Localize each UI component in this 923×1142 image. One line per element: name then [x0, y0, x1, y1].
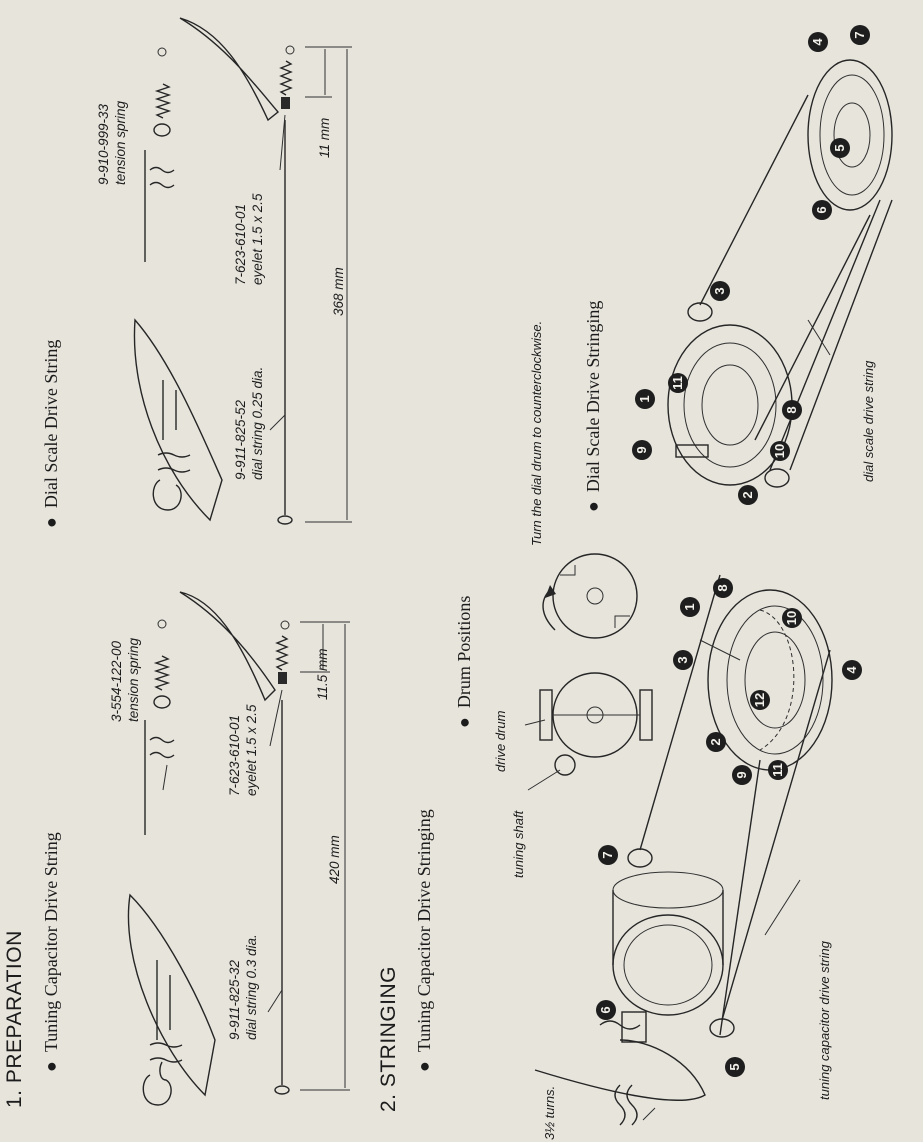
dial-callout-1: 1: [635, 389, 655, 409]
dial-spring-label: 9-910-999-33 tension spring: [96, 100, 128, 185]
drum-note: Turn the dial drum to counterclockwise.: [529, 320, 544, 546]
callout-2: 2: [706, 732, 726, 752]
tuning-string-desc: dial string 0.3 dia.: [243, 934, 259, 1040]
callout-7: 7: [598, 845, 618, 865]
tuning-spring-label: 3-554-122-00 tension spring: [109, 637, 141, 722]
tuning-offset-dim: 11.5 mm: [315, 648, 330, 700]
tuning-string-label: tuning capacitor drive string: [817, 941, 832, 1100]
tuning-stringing-figure: [534, 574, 833, 1126]
callout-12: 12: [750, 690, 770, 710]
tuning-eyelet-desc: eyelet 1.5 x 2.5: [243, 704, 259, 796]
dial-string-desc: dial string 0.25 dia.: [249, 366, 265, 480]
callout-11: 11: [768, 760, 788, 780]
callout-6: 6: [596, 1000, 616, 1020]
dial-string-bullet: ● Dial Scale Drive String: [41, 339, 61, 528]
dial-length-dim: 368 mm: [331, 267, 346, 316]
callout-10: 10: [782, 608, 802, 628]
tuning-stringing-bullet-text: Tuning Capacitor Drive Stringing: [414, 809, 434, 1053]
dial-callout-4: 4: [808, 32, 828, 52]
dial-callout-5: 5: [830, 138, 850, 158]
dial-string-part-label: 9-911-825-52 dial string 0.25 dia.: [233, 366, 265, 480]
stringing-heading: 2. STRINGING: [377, 965, 400, 1112]
dial-callout-9: 9: [632, 440, 652, 460]
turns-label: 3½ turns.: [542, 1085, 557, 1140]
dial-stringing-bullet-text: Dial Scale Drive Stringing: [583, 300, 603, 493]
tuning-stringing-bullet: ● Tuning Capacitor Drive Stringing: [414, 809, 434, 1072]
tuning-string-bullet-text: Tuning Capacitor Drive String: [41, 832, 61, 1053]
dial-callout-11: 11: [668, 373, 688, 393]
tuning-spring-part: 3-554-122-00: [109, 640, 124, 722]
dial-spring-part: 9-910-999-33: [96, 103, 111, 185]
tuning-eyelet-label: 7-623-610-01 eyelet 1.5 x 2.5: [227, 704, 259, 796]
dial-callout-8: 8: [782, 400, 802, 420]
dial-callout-2: 2: [738, 485, 758, 505]
dial-eyelet-desc: eyelet 1.5 x 2.5: [249, 193, 265, 285]
tuning-eyelet-part: 7-623-610-01: [227, 714, 242, 796]
tuning-spring-desc: tension spring: [125, 637, 141, 722]
dial-string-part: 9-911-825-52: [233, 399, 248, 480]
dial-string-bullet-text: Dial Scale Drive String: [41, 339, 61, 509]
dial-string-label: dial scale drive string: [861, 360, 876, 482]
dial-callout-10: 10: [770, 441, 790, 461]
tuning-string-part-label: 9-911-825-32 dial string 0.3 dia.: [227, 934, 259, 1040]
dial-callout-7: 7: [850, 25, 870, 45]
drive-drum-label: drive drum: [493, 710, 508, 772]
dial-eyelet-part: 7-623-610-01: [233, 203, 248, 285]
dial-callout-6: 6: [812, 200, 832, 220]
callout-3: 3: [673, 650, 693, 670]
dial-stringing-bullet: ● Dial Scale Drive Stringing: [583, 300, 603, 512]
tuning-length-dim: 420 mm: [327, 835, 342, 884]
callout-1: 1: [680, 597, 700, 617]
dial-offset-dim: 11 mm: [317, 117, 332, 158]
drum-positions-bullet: ● Drum Positions: [454, 595, 474, 728]
callout-8: 8: [713, 578, 733, 598]
dial-string-figure: [133, 17, 352, 525]
dial-callout-3: 3: [710, 281, 730, 301]
callout-9: 9: [732, 765, 752, 785]
callout-4: 4: [842, 660, 862, 680]
dial-spring-desc: tension spring: [112, 100, 128, 185]
drum-positions-bullet-text: Drum Positions: [454, 595, 474, 709]
tuning-shaft-label: tuning shaft: [511, 810, 526, 878]
dial-stringing-figure: [667, 59, 893, 488]
drum-positions-figure: [524, 553, 653, 791]
callout-5: 5: [725, 1057, 745, 1077]
tuning-string-bullet: ● Tuning Capacitor Drive String: [41, 832, 61, 1072]
tuning-string-part: 9-911-825-32: [227, 959, 242, 1040]
dial-eyelet-label: 7-623-610-01 eyelet 1.5 x 2.5: [233, 193, 265, 285]
preparation-heading: 1. PREPARATION: [3, 930, 26, 1108]
tuning-string-figure: [127, 591, 350, 1106]
